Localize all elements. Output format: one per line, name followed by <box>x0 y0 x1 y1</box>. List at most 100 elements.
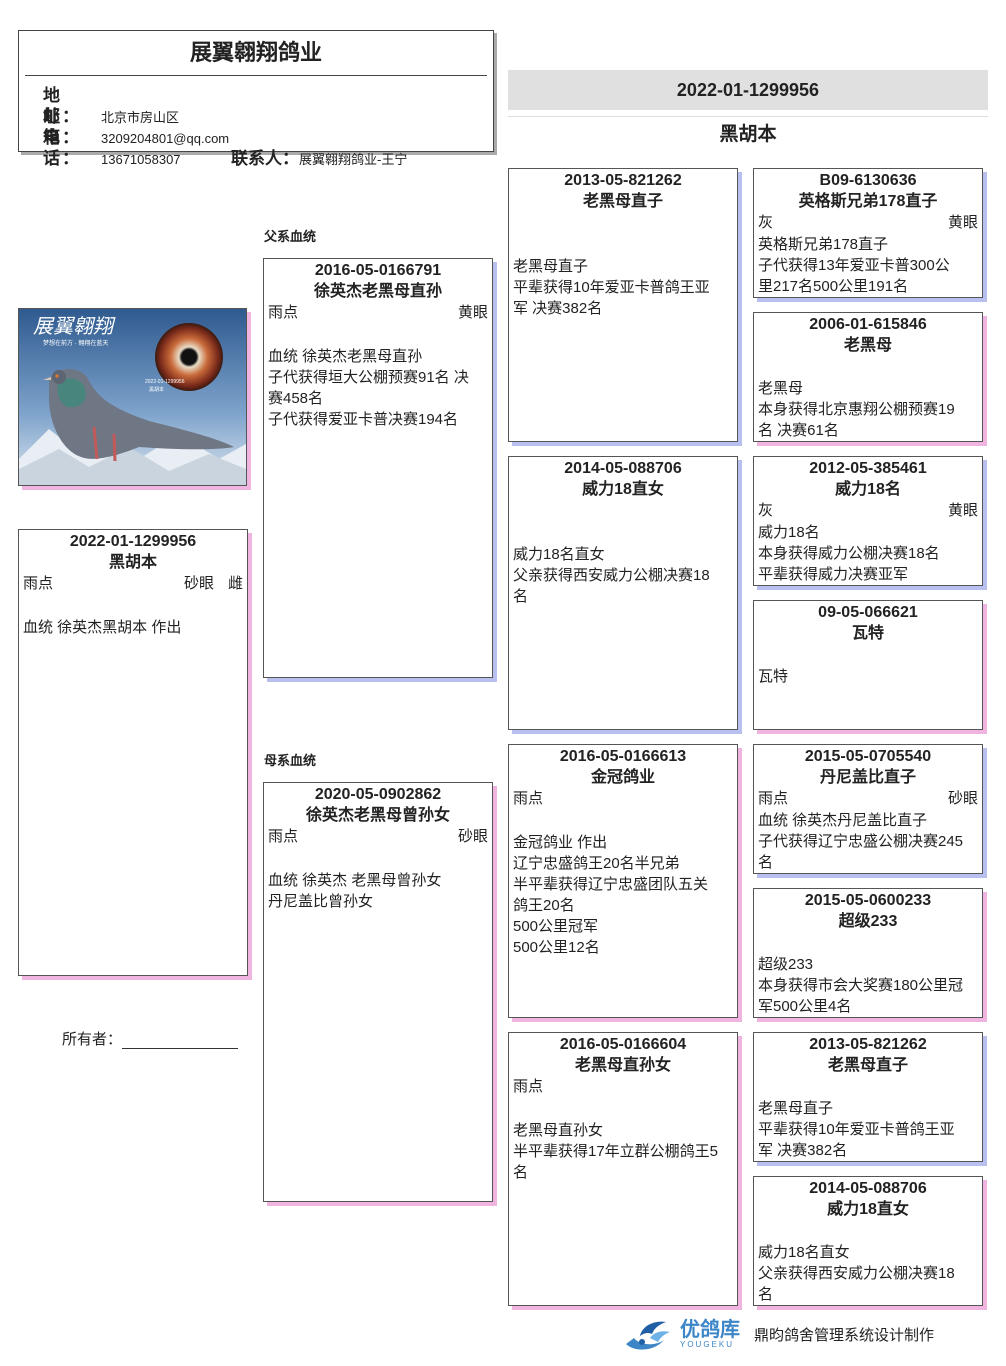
gen3-note: 平辈获得10年爱亚卡普鸽王亚 <box>513 279 710 296</box>
subject-ring: 2022-01-1299956 <box>69 533 197 550</box>
dam-traits: 雨点 砂眼 <box>268 826 488 848</box>
gen4-traits: 雨点 砂眼 <box>758 788 978 810</box>
gen3-color: 雨点 <box>513 1078 544 1095</box>
gen3-note: 半平辈获得17年立群公棚鸽王5 <box>513 1143 719 1160</box>
footer-brand-en: YOUGEKU <box>680 1339 735 1349</box>
gen4-card-5[interactable]: 2015-05-0705540 丹尼盖比直子 雨点 砂眼 血统 徐英杰丹尼盖比直… <box>753 744 983 874</box>
gen4-ring: 2013-05-821262 <box>809 1036 927 1053</box>
gen4-note: 名 <box>758 1286 774 1303</box>
granddam-paternal-card[interactable]: 2014-05-088706 威力18直女 威力18名直女 父亲获得西安威力公棚… <box>508 456 738 730</box>
email-value[interactable]: 3209204801@qq.com <box>101 131 230 146</box>
owner-field[interactable]: 所有者： <box>62 1028 239 1049</box>
gen4-eye: 砂眼 <box>947 790 978 807</box>
contact-value: 展翼翱翔鸽业-王宁 <box>299 152 408 167</box>
gen4-ring: 2006-01-615846 <box>809 316 927 333</box>
gen4-note: 血统 徐英杰丹尼盖比直子 <box>758 812 928 829</box>
gen4-note: 平辈获得10年爱亚卡普鸽王亚 <box>758 1121 955 1138</box>
dam-note-1: 血统 徐英杰 老黑母曾孙女 <box>268 872 442 889</box>
loft-title: 展翼翱翔鸽业 <box>189 40 322 65</box>
gen4-name: 老黑母 <box>843 337 892 354</box>
granddam-maternal-card[interactable]: 2016-05-0166604 老黑母直孙女 雨点 老黑母直孙女 半平辈获得17… <box>508 1032 738 1306</box>
gen4-name: 威力18名 <box>835 481 901 498</box>
gen4-note: 军500公里4名 <box>758 998 852 1015</box>
footer-brand-block: 优鸽库 YOUGEKU <box>680 1320 740 1349</box>
gen4-card-7[interactable]: 2013-05-821262 老黑母直子 老黑母直子 平辈获得10年爱亚卡普鸽王… <box>753 1032 983 1162</box>
subject-color: 雨点 <box>23 575 54 592</box>
gen4-card-4[interactable]: 09-05-066621 瓦特 瓦特 <box>753 600 983 730</box>
gen4-ring: 2015-05-0600233 <box>804 892 932 909</box>
dam-color: 雨点 <box>268 828 299 845</box>
gen4-note: 父亲获得西安威力公棚决赛18 <box>758 1265 955 1282</box>
footer-note: 鼎昀鸽舍管理系统设计制作 <box>754 1326 935 1344</box>
sire-line-label: 父系血统 <box>264 229 317 244</box>
gen3-note: 辽宁忠盛鸽王20名半兄弟 <box>513 855 680 872</box>
gen3-note: 父亲获得西安威力公棚决赛18 <box>513 567 710 584</box>
subject-card[interactable]: 2022-01-1299956 黑胡本 雨点 砂眼雌 血统 徐英杰黑胡本 作出 <box>18 529 248 976</box>
address-label: 地 址： <box>43 86 81 126</box>
grandsire-maternal-card[interactable]: 2016-05-0166613 金冠鸽业 雨点 金冠鸽业 作出 辽宁忠盛鸽王20… <box>508 744 738 1018</box>
owner-label: 所有者： <box>62 1031 123 1048</box>
subject-traits: 雨点 砂眼雌 <box>23 573 243 595</box>
gen4-card-2[interactable]: 2006-01-615846 老黑母 老黑母 本身获得北京惠翔公棚预赛19 名 … <box>753 312 983 442</box>
grandsire-paternal-card[interactable]: 2013-05-821262 老黑母直子 老黑母直子 平辈获得10年爱亚卡普鸽王… <box>508 168 738 442</box>
sire-note-1: 血统 徐英杰老黑母直孙 <box>268 348 423 365</box>
sire-note-4: 子代获得爱亚卡普决赛194名 <box>268 411 459 428</box>
email-label: 邮 箱： <box>43 107 81 147</box>
gen4-ring: 2014-05-088706 <box>809 1180 927 1197</box>
youge-logo-icon <box>626 1321 670 1350</box>
subject-pedigree-line: 血统 徐英杰黑胡本 作出 <box>23 619 182 636</box>
gen3-name: 老黑母直子 <box>582 193 663 210</box>
gen3-ring: 2014-05-088706 <box>564 460 682 477</box>
sire-card[interactable]: 2016-05-0166791 徐英杰老黑母直孙 雨点 黄眼 血统 徐英杰老黑母… <box>263 258 493 678</box>
gen4-traits: 灰 黄眼 <box>758 212 978 234</box>
gen4-card-1[interactable]: B09-6130636 英格斯兄弟178直子 灰 黄眼 英格斯兄弟178直子 子… <box>753 168 983 298</box>
gen4-card-6[interactable]: 2015-05-0600233 超级233 超级233 本身获得市会大奖赛180… <box>753 888 983 1018</box>
header-divider <box>25 75 487 76</box>
gen3-note: 军 决赛382名 <box>513 300 603 317</box>
gen4-name: 英格斯兄弟178直子 <box>798 193 938 210</box>
footer: 优鸽库 YOUGEKU 鼎昀鸽舍管理系统设计制作 <box>620 1312 990 1356</box>
sire-note-2: 子代获得垣大公棚预赛91名 决 <box>268 369 469 386</box>
eye-closeup <box>155 323 223 391</box>
subject-sex: 雌 <box>227 575 243 592</box>
gen4-color: 灰 <box>758 214 774 231</box>
gen4-eye: 黄眼 <box>947 502 978 519</box>
address-value: 北京市房山区 <box>101 110 180 125</box>
gen4-note: 本身获得北京惠翔公棚预赛19 <box>758 401 955 418</box>
gen4-note: 子代获得辽宁忠盛公棚决赛245 <box>758 833 964 850</box>
dam-card[interactable]: 2020-05-0902862 徐英杰老黑母曾孙女 雨点 砂眼 血统 徐英杰 老… <box>263 782 493 1202</box>
gen4-ring: 09-05-066621 <box>818 604 918 621</box>
phone-label: 电 话： <box>43 128 81 168</box>
gen4-color: 灰 <box>758 502 774 519</box>
gen3-note: 500公里冠军 <box>513 918 599 935</box>
gen4-card-8[interactable]: 2014-05-088706 威力18直女 威力18名直女 父亲获得西安威力公棚… <box>753 1176 983 1306</box>
gen4-ring: B09-6130636 <box>819 172 917 189</box>
gen4-note: 本身获得市会大奖赛180公里冠 <box>758 977 964 994</box>
sire-traits: 雨点 黄眼 <box>268 302 488 324</box>
contact-label: 联系人： <box>231 149 299 168</box>
loft-info-card: 展翼翱翔鸽业 地 址：北京市房山区 邮 箱：3209204801@qq.com … <box>18 30 494 168</box>
gen3-note: 威力18名直女 <box>513 546 605 563</box>
gen4-note: 威力18名直女 <box>758 1244 850 1261</box>
gen3-note: 老黑母直孙女 <box>513 1122 604 1139</box>
gen3-ring: 2016-05-0166604 <box>559 1036 687 1053</box>
gen4-note: 里217名500公里191名 <box>758 278 909 295</box>
gen3-ring: 2016-05-0166613 <box>559 748 687 765</box>
gen4-ring: 2012-05-385461 <box>809 460 927 477</box>
gen3-ring: 2013-05-821262 <box>564 172 682 189</box>
phone-row: 电 话： 13671058307 联系人：展翼翱翔鸽业-王宁 <box>43 127 407 168</box>
subject-eye: 砂眼 <box>183 575 214 592</box>
gen4-note: 子代获得13年爱亚卡普300公 <box>758 257 950 274</box>
dam-ring: 2020-05-0902862 <box>314 786 442 803</box>
gen4-name: 瓦特 <box>851 625 884 642</box>
gen3-note: 金冠鸽业 作出 <box>513 834 608 851</box>
gen4-name: 老黑母直子 <box>827 1057 908 1074</box>
gen4-note: 瓦特 <box>758 668 789 685</box>
sire-eye: 黄眼 <box>457 304 488 321</box>
gen4-card-3[interactable]: 2012-05-385461 威力18名 灰 黄眼 威力18名 本身获得威力公棚… <box>753 456 983 586</box>
photo-caption-sub: 梦想在前方 · 翱翔在蓝天 <box>43 339 108 347</box>
owner-blank[interactable] <box>122 1032 239 1049</box>
sire-note-3: 赛458名 <box>268 390 324 407</box>
phone-value[interactable]: 13671058307 <box>101 152 181 167</box>
gen3-color: 雨点 <box>513 790 544 807</box>
